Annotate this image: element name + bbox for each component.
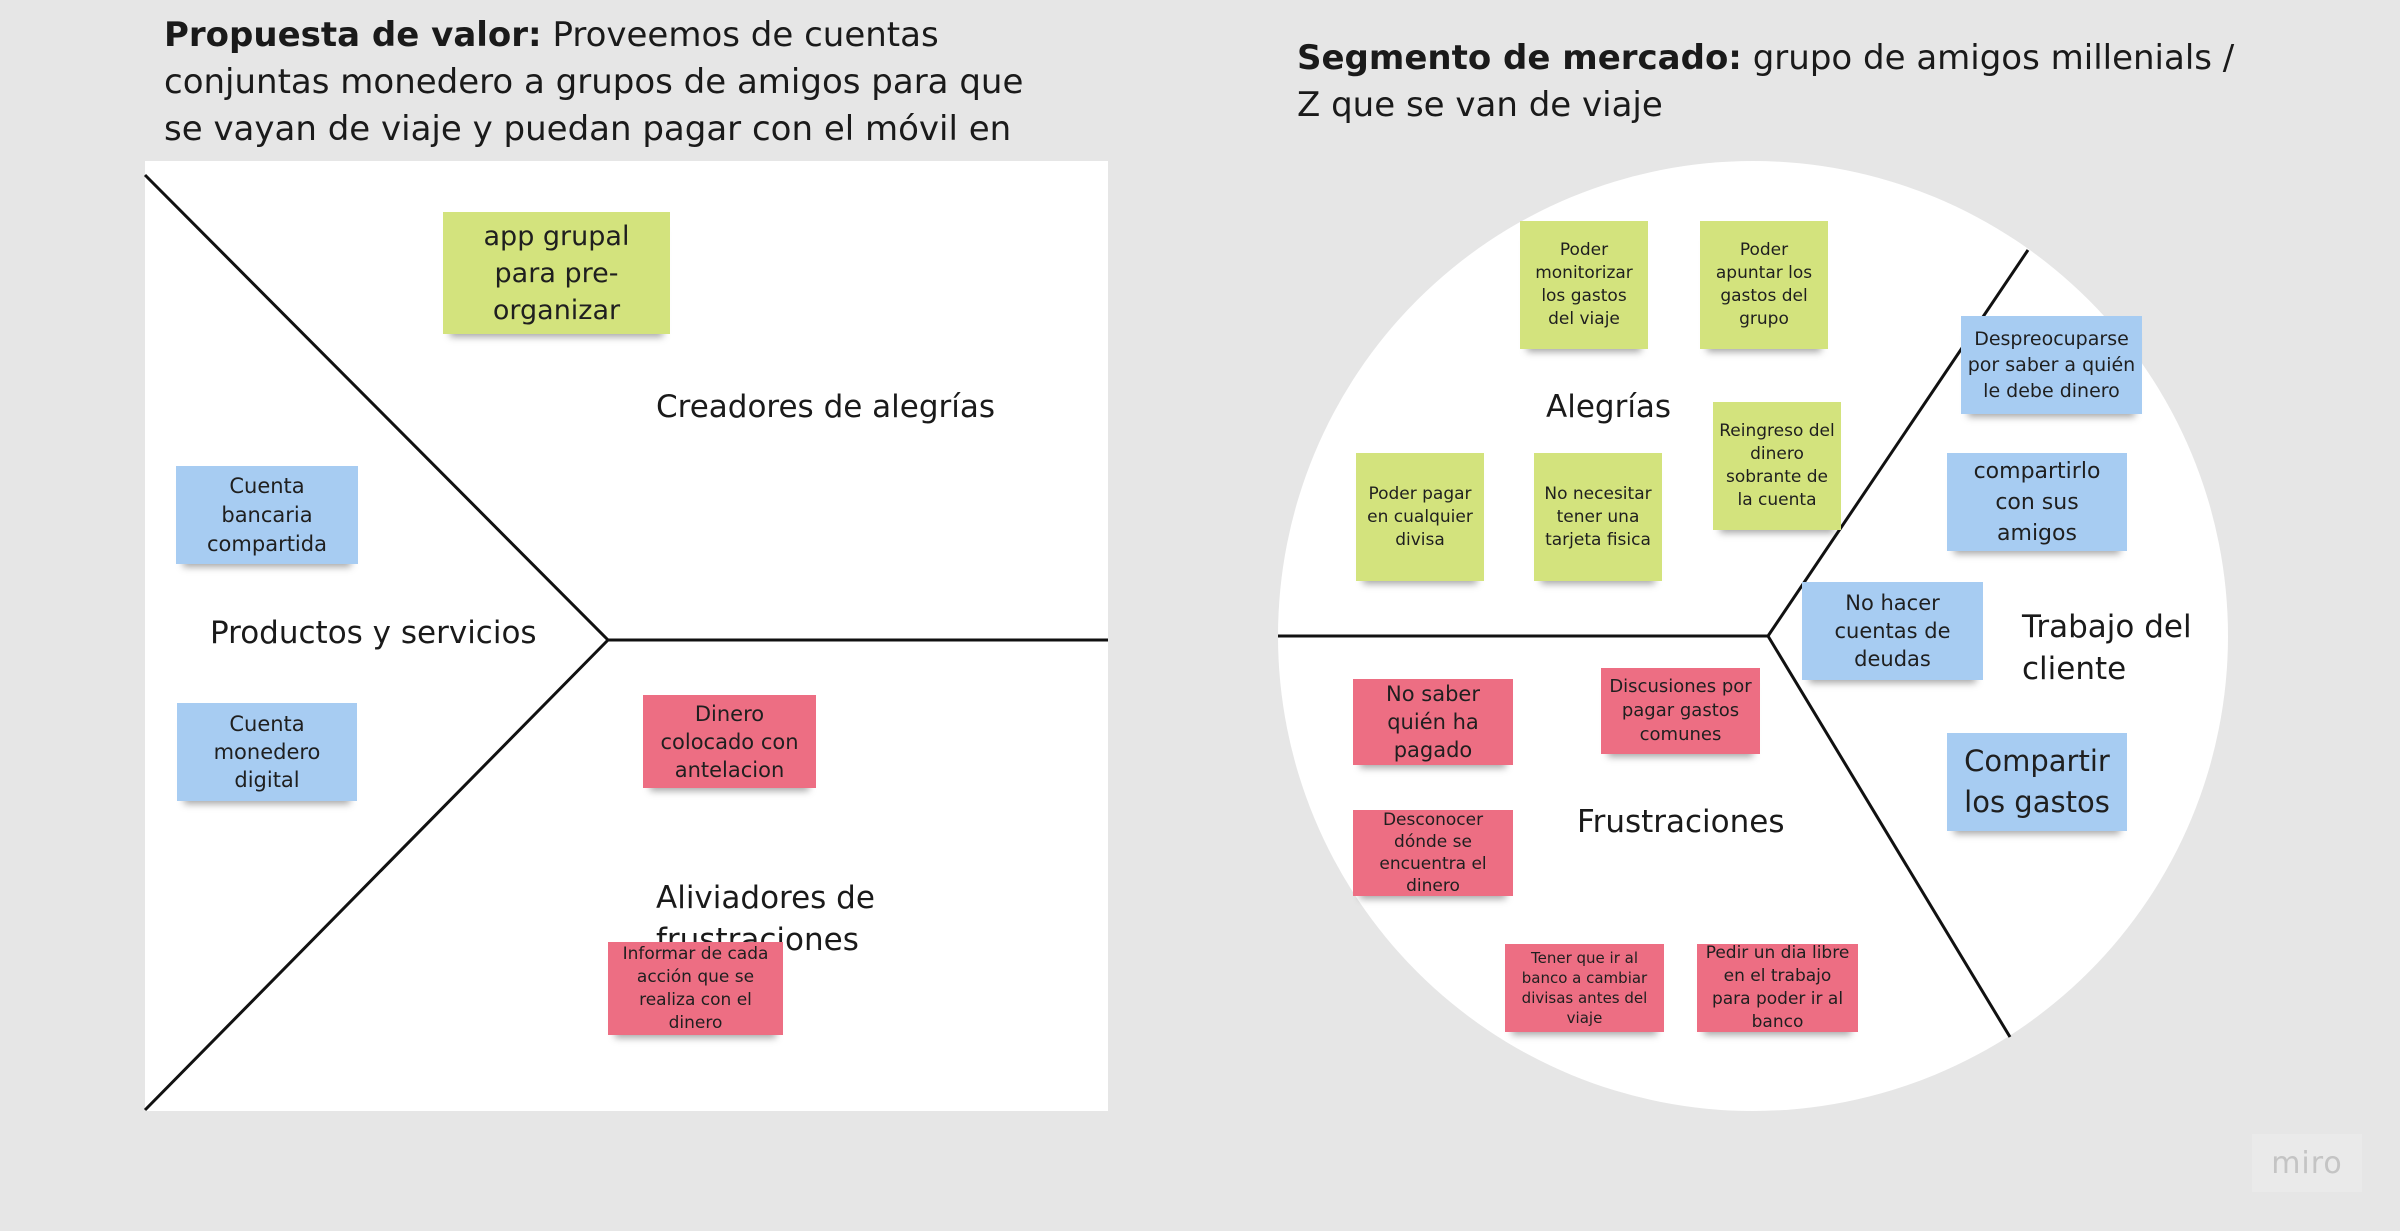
- sticky-note[interactable]: Desconocer dónde se encuentra el dinero: [1353, 810, 1513, 896]
- sticky-note[interactable]: compartirlo con sus amigos: [1947, 453, 2127, 551]
- sticky-note[interactable]: Despreocuparse por saber a quién le debe…: [1961, 316, 2142, 414]
- sticky-note[interactable]: Discusiones por pagar gastos comunes: [1601, 668, 1760, 754]
- sticky-note[interactable]: app grupal para pre-organizar: [443, 212, 670, 334]
- sticky-note[interactable]: Reingreso del dinero sobrante de la cuen…: [1713, 402, 1841, 530]
- miro-watermark: miro: [2252, 1134, 2362, 1192]
- sticky-note[interactable]: Informar de cada acción que se realiza c…: [608, 942, 783, 1035]
- label-pains: Frustraciones: [1577, 804, 1785, 840]
- customer-segment-title: Segmento de mercado: grupo de amigos mil…: [1297, 35, 2247, 129]
- value-proposition-title-bold: Propuesta de valor:: [164, 15, 542, 55]
- label-products-services: Productos y servicios: [210, 615, 537, 651]
- sticky-note[interactable]: Poder pagar en cualquier divisa: [1356, 453, 1484, 581]
- sticky-note[interactable]: No hacer cuentas de deudas: [1802, 582, 1983, 680]
- sticky-note[interactable]: No necesitar tener una tarjeta fisica: [1534, 453, 1662, 581]
- label-customer-jobs: Trabajo del cliente: [2022, 609, 2192, 687]
- sticky-note[interactable]: Compartir los gastos: [1947, 733, 2127, 831]
- customer-segment-title-text: grupo de amigos millenials / Z que se va…: [1297, 38, 2235, 125]
- sticky-note[interactable]: Dinero colocado con antelacion: [643, 695, 816, 788]
- sticky-note[interactable]: Tener que ir al banco a cambiar divisas …: [1505, 944, 1664, 1032]
- sticky-note[interactable]: Pedir un dia libre en el trabajo para po…: [1697, 943, 1858, 1032]
- sticky-note[interactable]: Poder apuntar los gastos del grupo: [1700, 221, 1828, 349]
- label-gains: Alegrías: [1546, 389, 1672, 425]
- sticky-note[interactable]: Cuenta monedero digital: [177, 703, 357, 801]
- label-gain-creators: Creadores de alegrías: [656, 389, 996, 425]
- sticky-note[interactable]: Poder monitorizar los gastos del viaje: [1520, 221, 1648, 349]
- sticky-note[interactable]: No saber quién ha pagado: [1353, 679, 1513, 765]
- sticky-note[interactable]: Cuenta bancaria compartida: [176, 466, 358, 564]
- customer-segment-title-bold: Segmento de mercado:: [1297, 38, 1742, 78]
